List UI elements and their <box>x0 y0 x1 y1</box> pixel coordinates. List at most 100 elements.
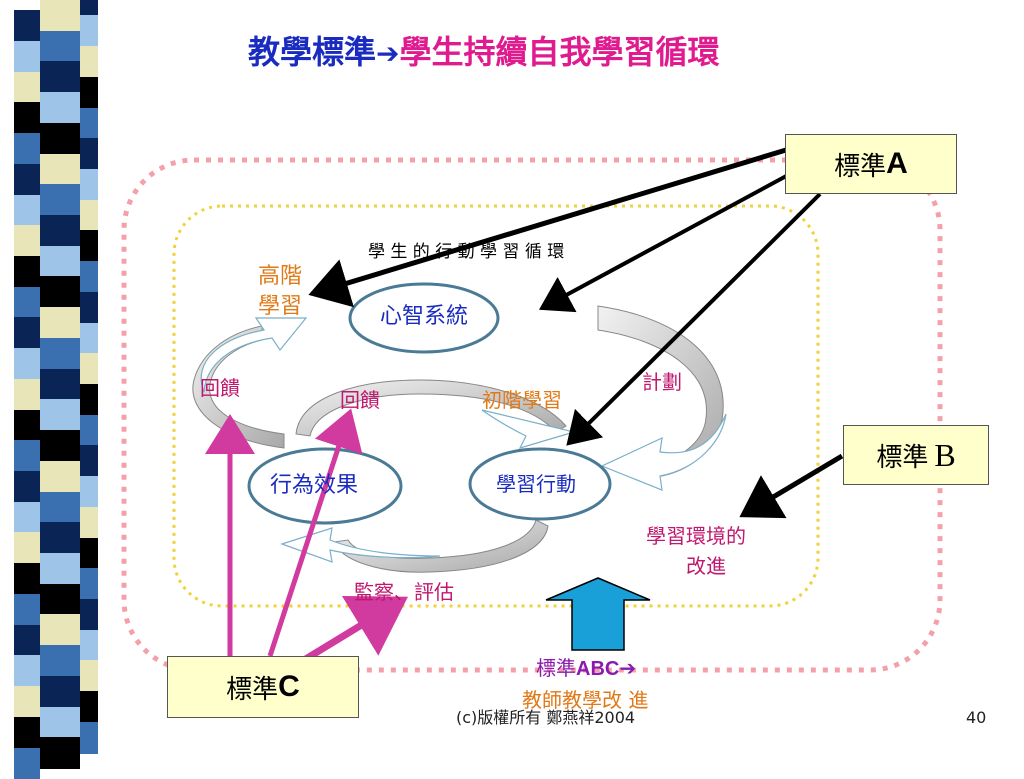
title-part1: 教學標準 <box>248 33 377 71</box>
strip-block <box>80 691 98 723</box>
strip-block <box>14 102 40 135</box>
strip-block <box>80 660 98 693</box>
strip-block <box>14 225 40 257</box>
strip-block <box>80 261 98 293</box>
higher-learning-line2: 學習 <box>258 294 303 319</box>
strip-block <box>80 445 98 478</box>
strip-block <box>40 552 80 585</box>
arrow-a-to-action <box>566 192 822 446</box>
cycle-arrow-planning <box>600 413 727 491</box>
strip-block <box>14 40 40 73</box>
arrow-b-to-env <box>739 453 844 519</box>
up-arrow-improvement <box>545 577 651 651</box>
strip-block <box>40 706 80 739</box>
strip-block <box>80 15 98 48</box>
strip-block <box>80 322 98 355</box>
strip-block <box>80 107 98 140</box>
strip-block <box>80 599 98 631</box>
strip-block <box>40 0 80 32</box>
cycle-arrow-higher <box>200 317 308 393</box>
strip-block <box>14 655 40 688</box>
standard-b-prefix: 標準 <box>876 442 929 473</box>
strip-block <box>40 583 80 616</box>
strip-block <box>80 384 98 416</box>
strip-block <box>40 276 80 309</box>
learning-action-label: 學習行動 <box>496 472 576 496</box>
strip-block <box>80 537 98 570</box>
higher-learning-line1: 高階 <box>258 264 303 289</box>
strip-block <box>80 476 98 508</box>
oval-mind-system <box>348 282 500 354</box>
strip-block <box>40 215 80 247</box>
arrow-c-to-monitor <box>302 595 408 663</box>
feedback-inner-label: 回饋 <box>340 388 380 412</box>
strip-block <box>14 563 40 595</box>
footer-copyright: (c)版權所有 鄭燕祥2004 <box>456 708 636 727</box>
strip-block <box>14 440 40 473</box>
strip-block <box>14 71 40 104</box>
standard-a-prefix: 標準 <box>834 151 887 182</box>
standard-c-prefix: 標準 <box>226 674 279 705</box>
strip-block <box>40 399 80 432</box>
strip-block <box>14 194 40 227</box>
monitor-assess-label: 監察、評估 <box>354 580 454 604</box>
strip-block <box>80 353 98 385</box>
inner-arrow-bottom <box>280 527 441 563</box>
page-title: 教學標準➔學生持續自我學習循環 <box>248 36 720 68</box>
strip-block <box>14 348 40 380</box>
strip-block <box>80 230 98 263</box>
bottom-note-arrow-icon: ➔ <box>619 656 637 680</box>
strip-block <box>40 675 80 708</box>
strip-block <box>14 256 40 288</box>
strip-block <box>40 245 80 278</box>
arrow-a-to-higher <box>308 147 787 308</box>
strip-block <box>40 30 80 63</box>
decorative-strip <box>0 0 112 779</box>
inner-arc-bottom <box>333 519 549 573</box>
env-improve-line2: 改進 <box>686 554 726 578</box>
standard-c-letter: C <box>278 670 300 703</box>
strip-block <box>80 76 98 109</box>
strip-block <box>14 10 40 42</box>
strip-block <box>40 122 80 155</box>
standard-b-box: 標準 B <box>843 425 989 485</box>
standard-b-letter: B <box>934 436 956 473</box>
title-part2: 學生持續自我學習循環 <box>399 33 720 71</box>
strip-block <box>40 184 80 217</box>
strip-block <box>14 716 40 749</box>
strip-block <box>40 368 80 401</box>
strip-block <box>14 133 40 165</box>
strip-block <box>40 737 80 769</box>
strip-block <box>14 409 40 442</box>
strip-block <box>80 568 98 601</box>
strip-block <box>80 199 98 232</box>
behavior-result-label: 行為效果 <box>270 473 359 498</box>
footer-page-number: 40 <box>966 708 987 727</box>
strip-block <box>14 286 40 319</box>
title-arrow-icon: ➔ <box>376 37 400 70</box>
strip-block <box>14 624 40 657</box>
outer-boundary <box>121 157 943 673</box>
basic-learning-label: 初階學習 <box>482 388 562 412</box>
bottom-note-line1: 標準ABC➔ <box>536 658 636 679</box>
strip-block <box>40 430 80 462</box>
strip-block <box>14 501 40 534</box>
strip-block <box>80 506 98 539</box>
strip-block <box>80 46 98 78</box>
standard-a-letter: A <box>886 147 908 180</box>
arrow-a-to-mind <box>538 172 791 313</box>
bottom-note-prefix: 標準 <box>536 656 576 680</box>
strip-block <box>14 593 40 626</box>
strip-block <box>80 721 98 754</box>
cycle-heading: 學 生 的 行 動 學 習 循 環 <box>368 242 565 262</box>
strip-block <box>14 471 40 503</box>
strip-block <box>40 614 80 647</box>
strip-block <box>80 414 98 447</box>
strip-block <box>40 460 80 493</box>
inner-arrow-top <box>481 409 577 449</box>
mind-system-label: 心智系統 <box>380 304 469 329</box>
strip-block <box>40 307 80 339</box>
